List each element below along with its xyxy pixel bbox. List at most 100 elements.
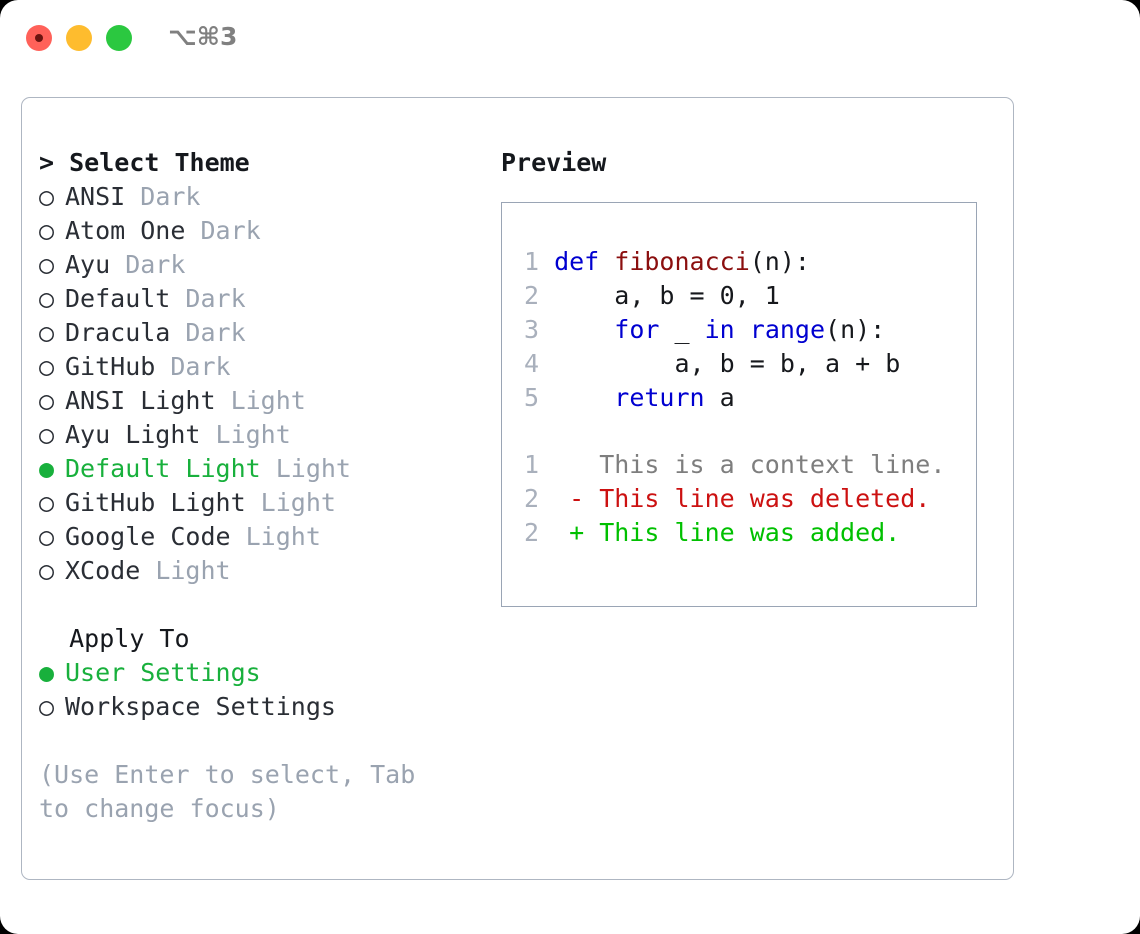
title-bar: ⌥⌘3 bbox=[0, 0, 1140, 78]
diff-line-text: This is a context line. bbox=[539, 450, 946, 479]
diff-line-text: - This line was deleted. bbox=[539, 484, 931, 513]
theme-picker-column: > Select Theme ○ANSI Dark○Atom One Dark○… bbox=[39, 146, 499, 826]
theme-option-google-code[interactable]: ○ Google Code Light bbox=[39, 520, 499, 554]
code-line: 4 a, b = b, a + b bbox=[515, 347, 900, 381]
theme-option-ansi-light[interactable]: ○ ANSI Light Light bbox=[39, 384, 499, 418]
theme-option-label: GitHub Light bbox=[65, 488, 246, 517]
radio-unselected-icon: ○ bbox=[39, 352, 55, 381]
preview-column: Preview 1 def fibonacci(n):2 a, b = 0, 1… bbox=[501, 146, 1001, 607]
theme-option-atom-one[interactable]: ○Atom One Dark bbox=[39, 214, 499, 248]
code-token-kw: def bbox=[554, 247, 615, 276]
theme-option-label: Ayu Light bbox=[65, 420, 201, 449]
code-token-pl: (n): bbox=[825, 315, 886, 344]
code-token-pl: a, b = 0, 1 bbox=[554, 281, 780, 310]
code-token-pl bbox=[554, 383, 614, 412]
diff-line-ctx: 1 This is a context line. bbox=[515, 448, 945, 482]
diff-line-add: 2 + This line was added. bbox=[515, 516, 945, 550]
apply-to-heading-text: Apply To bbox=[69, 624, 190, 653]
maximize-window-button[interactable] bbox=[106, 25, 132, 51]
code-token-kw: for bbox=[614, 315, 660, 344]
theme-option-kind-badge: Light bbox=[260, 454, 351, 483]
hint-spacer bbox=[39, 724, 499, 758]
theme-option-kind-badge: Light bbox=[215, 386, 306, 415]
theme-option-kind-badge: Light bbox=[245, 488, 336, 517]
theme-option-label: Google Code bbox=[65, 522, 231, 551]
theme-option-label: Ayu bbox=[65, 250, 111, 279]
code-line: 1 def fibonacci(n): bbox=[515, 245, 900, 279]
theme-option-default-light[interactable]: ● Default Light Light bbox=[39, 452, 499, 486]
radio-unselected-icon: ○ bbox=[39, 182, 55, 211]
theme-option-label: ANSI bbox=[65, 182, 126, 211]
code-token-kw: in bbox=[704, 315, 735, 344]
code-gutter-gap bbox=[539, 383, 554, 412]
code-line-number: 4 bbox=[523, 349, 539, 378]
code-line-number: 1 bbox=[523, 247, 539, 276]
theme-option-kind-badge: Dark bbox=[110, 250, 186, 279]
code-token-pl bbox=[554, 315, 614, 344]
select-theme-heading-text: Select Theme bbox=[69, 148, 250, 177]
theme-option-label: GitHub bbox=[65, 352, 156, 381]
code-line: 2 a, b = 0, 1 bbox=[515, 279, 900, 313]
radio-unselected-icon: ○ bbox=[39, 420, 55, 449]
radio-unselected-icon: ○ bbox=[39, 522, 55, 551]
code-token-kw: range bbox=[749, 315, 826, 344]
radio-selected-icon: ● bbox=[39, 454, 55, 483]
diff-line-number: 2 bbox=[523, 484, 539, 513]
apply-to-option-label: User Settings bbox=[65, 658, 261, 687]
code-gutter-gap bbox=[539, 349, 554, 378]
keyboard-shortcut-label: ⌥⌘3 bbox=[168, 22, 238, 51]
theme-option-ayu-light[interactable]: ○ Ayu Light Light bbox=[39, 418, 499, 452]
theme-option-xcode[interactable]: ○XCode Light bbox=[39, 554, 499, 588]
code-token-kw: return bbox=[614, 383, 705, 412]
code-token-pl: _ bbox=[659, 315, 705, 344]
list-spacer bbox=[39, 588, 499, 622]
theme-option-kind-badge: Dark bbox=[185, 216, 261, 245]
apply-to-option-list: ● User Settings ○ Workspace Settings bbox=[39, 656, 499, 724]
theme-option-kind-badge: Light bbox=[140, 556, 231, 585]
radio-selected-icon: ● bbox=[39, 658, 55, 687]
theme-option-kind-badge: Dark bbox=[125, 182, 201, 211]
theme-option-label: Atom One bbox=[65, 216, 186, 245]
theme-option-label: Default Light bbox=[65, 454, 261, 483]
theme-option-label: ANSI Light bbox=[65, 386, 216, 415]
radio-unselected-icon: ○ bbox=[39, 386, 55, 415]
code-line-number: 2 bbox=[523, 281, 539, 310]
apply-to-heading: Apply To bbox=[39, 622, 499, 656]
code-token-pl: a bbox=[704, 383, 735, 412]
radio-unselected-icon: ○ bbox=[39, 692, 55, 721]
code-token-pl bbox=[735, 315, 750, 344]
theme-option-github-light[interactable]: ○ GitHub Light Light bbox=[39, 486, 499, 520]
code-line-number: 3 bbox=[523, 315, 539, 344]
theme-option-kind-badge: Light bbox=[200, 420, 291, 449]
theme-option-github[interactable]: ○ GitHub Dark bbox=[39, 350, 499, 384]
apply-to-option-user-settings[interactable]: ● User Settings bbox=[39, 656, 499, 690]
radio-unselected-icon: ○ bbox=[39, 250, 55, 279]
theme-option-kind-badge: Dark bbox=[170, 318, 246, 347]
theme-option-ansi[interactable]: ○ ANSI Dark bbox=[39, 180, 499, 214]
minimize-window-button[interactable] bbox=[66, 25, 92, 51]
apply-to-option-workspace-settings[interactable]: ○ Workspace Settings bbox=[39, 690, 499, 724]
code-token-fn: fibonacci bbox=[614, 247, 750, 276]
close-window-button[interactable] bbox=[26, 25, 52, 51]
theme-option-dracula[interactable]: ○Dracula Dark bbox=[39, 316, 499, 350]
radio-unselected-icon: ○ bbox=[39, 488, 55, 517]
theme-option-kind-badge: Light bbox=[230, 522, 321, 551]
select-theme-heading-prefix: > bbox=[39, 148, 70, 177]
theme-option-default[interactable]: ○Default Dark bbox=[39, 282, 499, 316]
code-line-number: 5 bbox=[523, 383, 539, 412]
theme-option-kind-badge: Dark bbox=[155, 352, 231, 381]
apply-to-option-label: Workspace Settings bbox=[65, 692, 336, 721]
code-gutter-gap bbox=[539, 315, 554, 344]
theme-option-label: Dracula bbox=[65, 318, 171, 347]
main-panel: > Select Theme ○ANSI Dark○Atom One Dark○… bbox=[21, 97, 1014, 880]
keyboard-hint: (Use Enter to select, Tab to change focu… bbox=[39, 760, 431, 823]
theme-option-label: Default bbox=[65, 284, 171, 313]
theme-option-list: ○ANSI Dark○Atom One Dark○Ayu Dark○Defaul… bbox=[39, 180, 499, 588]
code-line: 3 for _ in range(n): bbox=[515, 313, 900, 347]
code-line: 5 return a bbox=[515, 381, 900, 415]
theme-option-ayu[interactable]: ○ Ayu Dark bbox=[39, 248, 499, 282]
code-token-pl: (n): bbox=[749, 247, 810, 276]
code-gutter-gap bbox=[539, 281, 554, 310]
